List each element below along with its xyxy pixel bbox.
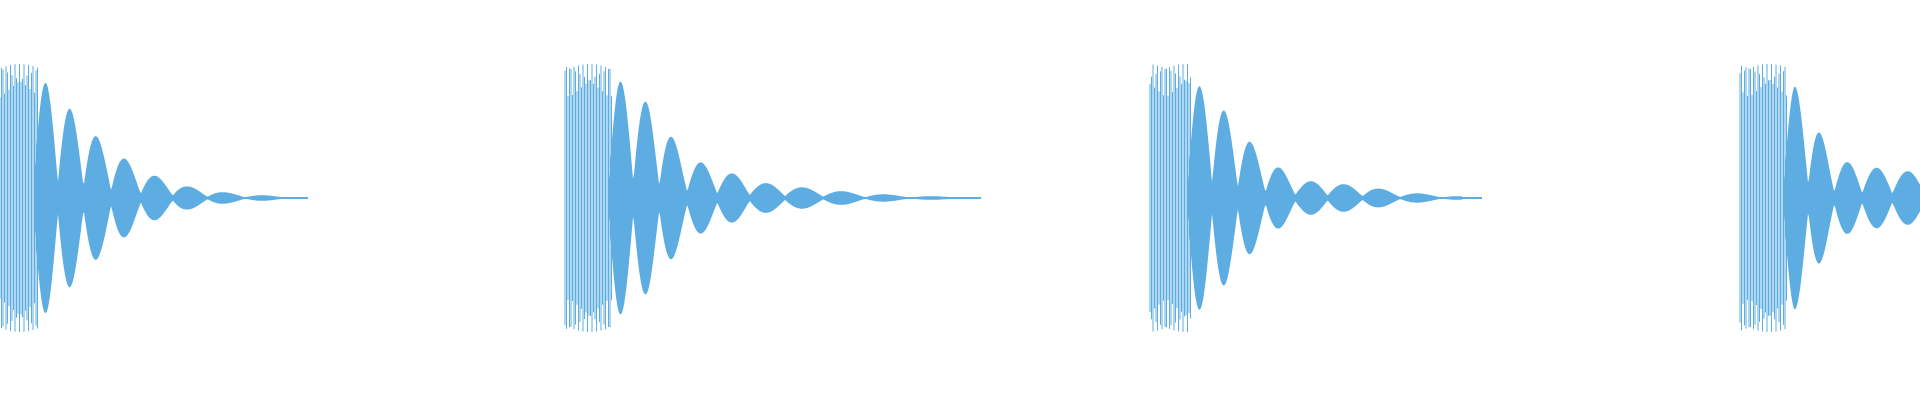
waveform-hit: [1739, 64, 1920, 332]
waveform-hit: [0, 64, 308, 332]
waveform-hit: [564, 64, 981, 332]
waveform-layer: [0, 64, 1920, 332]
waveform-hit: [1149, 64, 1482, 332]
